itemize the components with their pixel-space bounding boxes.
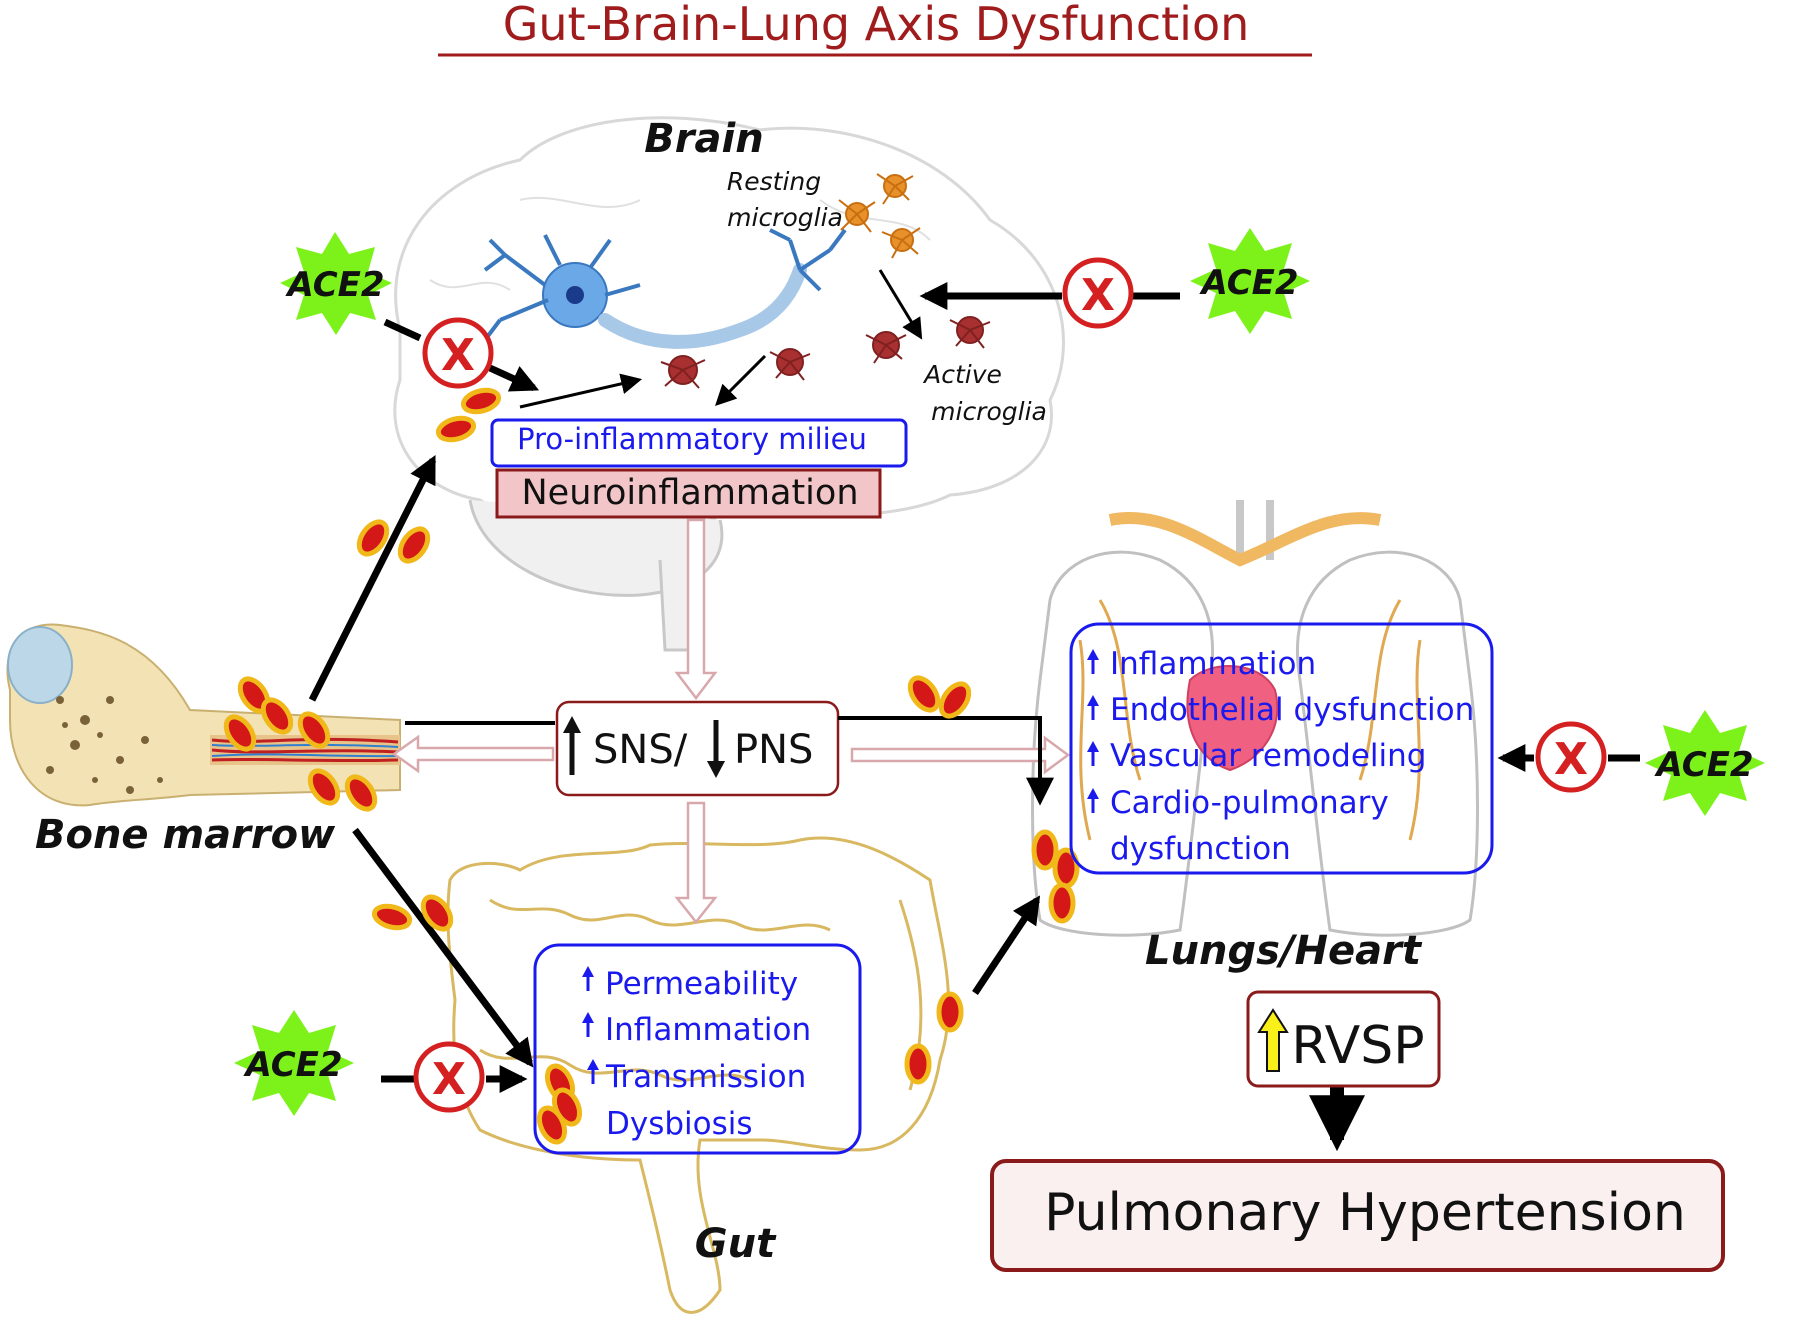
- resting-microglia-icons: [838, 173, 921, 259]
- lung-item-up-arrow-icon: [1087, 741, 1099, 766]
- neuroinflammation-text: Neuroinflammation: [521, 473, 858, 513]
- outcome-box: [990, 1159, 1725, 1272]
- inhibitor-icon-gut: X: [413, 1041, 485, 1113]
- label-active-microglia-line1: Active: [922, 360, 1002, 389]
- pns-down-arrow-icon: [707, 720, 725, 778]
- ace2-brain-left-line-2: [488, 364, 540, 392]
- sns-text: SNS/: [593, 727, 688, 773]
- gut-item-text: Inflammation: [605, 1012, 811, 1048]
- gut-item-up-arrow-icon: [582, 966, 594, 991]
- pink-hollow-arrows: [391, 518, 1071, 925]
- lung-item-text: Vascular remodeling: [1110, 738, 1426, 774]
- immune-cells: [223, 387, 1080, 1145]
- pro-inflammatory-text: Pro-inflammatory milieu: [517, 422, 867, 456]
- label-active-microglia-line2: microglia: [931, 397, 1047, 426]
- pns-text: PNS: [734, 727, 813, 773]
- svg-text:X: X: [1081, 270, 1115, 321]
- lungs-heart-illustration: [1031, 500, 1479, 937]
- bone-marrow-illustration: [6, 623, 401, 807]
- ace2-brain-left-line-1: [383, 318, 422, 342]
- label-resting-microglia-line1: Resting: [727, 167, 821, 196]
- lung-item-text: Cardio-pulmonary: [1110, 785, 1389, 821]
- lung-effects-box: [1069, 622, 1494, 875]
- pro-inflammatory-box: [490, 418, 908, 468]
- rvsp-up-arrow-icon: [1257, 1008, 1289, 1072]
- lung-item-up-arrow-icon: [1087, 695, 1099, 720]
- outcome-text: Pulmonary Hypertension: [1044, 1183, 1686, 1243]
- active-microglia-icons: [660, 316, 991, 389]
- page-title: Gut-Brain-Lung Axis Dysfunction: [503, 0, 1250, 51]
- label-gut: Gut: [695, 1221, 777, 1267]
- ace2-label-brain-left: ACE2: [284, 265, 384, 305]
- label-bone-marrow: Bone marrow: [35, 812, 336, 858]
- ace2-label-lungs: ACE2: [1653, 745, 1753, 785]
- gut-item-text: Dysbiosis: [606, 1106, 753, 1142]
- rvsp-box: [1246, 990, 1441, 1088]
- autonomic-box: [555, 700, 840, 797]
- inhibitor-icon-lungs: X: [1535, 721, 1607, 793]
- label-brain: Brain: [644, 116, 763, 162]
- inhibitor-icon-brain-left: X: [422, 317, 494, 389]
- lung-item-text: dysfunction: [1110, 831, 1291, 867]
- label-lungs-heart: Lungs/Heart: [1145, 928, 1423, 974]
- gut-effects-list: Permeability Inflammation Transmission D…: [582, 966, 811, 1142]
- lung-item-text: Endothelial dysfunction: [1110, 692, 1474, 728]
- ace2-burst-brain-left: ACE2: [280, 232, 392, 335]
- arrow-neuron-to-microglia: [519, 373, 643, 409]
- ace2-burst-lungs: ACE2: [1645, 710, 1765, 816]
- svg-text:X: X: [1554, 734, 1588, 785]
- lung-item-up-arrow-icon: [1087, 788, 1099, 813]
- ace2-label-gut: ACE2: [242, 1045, 342, 1085]
- label-resting-microglia-line2: microglia: [727, 203, 843, 232]
- lung-effects-list: Inflammation Endothelial dysfunction Vas…: [1087, 646, 1474, 867]
- gut-item-up-arrow-icon: [582, 1012, 594, 1037]
- rvsp-text: RVSP: [1291, 1016, 1424, 1076]
- gut-effects-box: [533, 943, 862, 1155]
- lung-item-text: Inflammation: [1110, 646, 1316, 682]
- ace2-burst-brain-right: ACE2: [1190, 228, 1310, 334]
- svg-text:X: X: [441, 330, 475, 381]
- gut-item-up-arrow-icon: [587, 1059, 599, 1084]
- neuroinflammation-box: [495, 468, 882, 519]
- black-flow-arrows: [308, 454, 1365, 1152]
- arrow-microglia-activation: [878, 269, 923, 340]
- gut-item-text: Permeability: [605, 966, 798, 1002]
- svg-text:X: X: [432, 1054, 466, 1105]
- gut-item-text: Transmission: [605, 1059, 806, 1095]
- lung-item-up-arrow-icon: [1087, 649, 1099, 674]
- ace2-burst-gut: ACE2: [234, 1010, 354, 1116]
- inhibitor-icon-brain-right: X: [1062, 257, 1134, 329]
- sns-up-arrow-icon: [563, 716, 581, 775]
- ace2-label-brain-right: ACE2: [1198, 263, 1298, 303]
- arrow-microglia-to-milieu: [715, 354, 767, 406]
- neuron-icon: [483, 228, 847, 349]
